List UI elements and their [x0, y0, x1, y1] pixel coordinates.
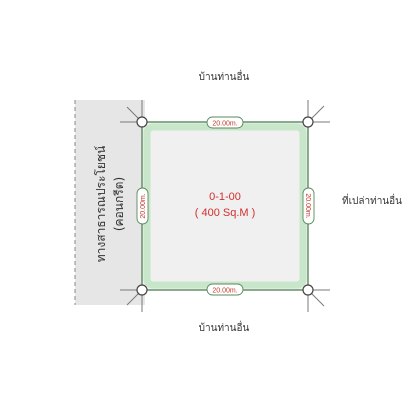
- road-label-line2: (คอนกรีต): [112, 177, 126, 231]
- corner-markers: [136, 116, 314, 296]
- dimension-top: 20.00m.: [206, 116, 244, 129]
- neighbor-bottom-label: บ้านท่านอื่น: [199, 320, 250, 334]
- corner-marker-bottom-left: [136, 284, 148, 296]
- plot-fill: [142, 122, 308, 290]
- corner-marker-bottom-right: [302, 284, 314, 296]
- dimension-bottom-label: 20.00m.: [212, 287, 237, 294]
- corner-marker-top-right: [302, 116, 314, 128]
- neighbor-right-label: ที่เปล่าท่านอื่น: [342, 193, 402, 207]
- dimension-right-label: 20.00m.: [304, 193, 311, 218]
- public-road-area: [75, 100, 145, 305]
- dimension-left: 20.00m.: [136, 187, 149, 225]
- road-label-line1: ทางสาธารณประโยชน์: [94, 146, 108, 263]
- plot-area-rai-ngan-wa: 0-1-00: [209, 191, 241, 203]
- dimension-top-label: 20.00m.: [212, 120, 237, 127]
- dimension-left-label: 20.00m.: [140, 193, 147, 218]
- corner-marker-top-left: [136, 116, 148, 128]
- dimension-right: 20.00m.: [302, 187, 315, 225]
- dimension-bottom: 20.00m.: [206, 283, 244, 296]
- neighbor-top-label: บ้านท่านอื่น: [199, 69, 250, 83]
- plot-area-sqm: ( 400 Sq.M ): [195, 207, 256, 219]
